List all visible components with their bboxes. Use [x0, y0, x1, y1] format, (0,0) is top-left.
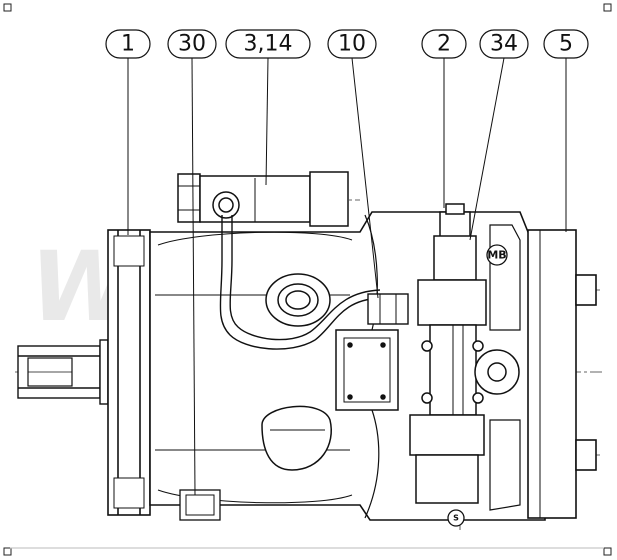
- svg-text:5: 5: [559, 32, 573, 57]
- bottom-port: S: [447, 509, 465, 527]
- pressure-valve-3-14: [177, 171, 349, 227]
- svg-text:3,14: 3,14: [244, 32, 293, 57]
- control-port: [474, 349, 520, 395]
- callout-10: 10: [327, 29, 377, 59]
- valve-spool-2: [409, 203, 487, 504]
- svg-text:1: 1: [121, 32, 135, 57]
- callout-2: 2: [421, 29, 467, 59]
- pressure-port: [265, 273, 331, 327]
- svg-text:2: 2: [437, 32, 451, 57]
- drawing-frame: [3, 3, 612, 556]
- leader-lines: [127, 57, 567, 496]
- callout-5: 5: [543, 29, 589, 59]
- svg-text:MB: MB: [487, 249, 506, 262]
- svg-text:34: 34: [490, 32, 518, 57]
- svg-text:S: S: [453, 514, 459, 523]
- port-plate: [527, 229, 597, 519]
- drain-plug-30: [179, 489, 221, 521]
- drive-shaft: [17, 339, 109, 405]
- callout-1: 1: [105, 29, 151, 59]
- port-tag-mb: MB: [486, 244, 508, 266]
- fitting-10: [367, 293, 409, 325]
- callout-3-14: 3,14: [225, 29, 311, 59]
- control-line: [219, 215, 381, 350]
- suction-port: [261, 405, 332, 471]
- control-block: [335, 329, 399, 411]
- mounting-flange: [107, 229, 151, 516]
- callout-34: 34: [479, 29, 529, 59]
- svg-text:30: 30: [178, 32, 206, 57]
- svg-text:10: 10: [338, 32, 366, 57]
- callout-30: 30: [167, 29, 217, 59]
